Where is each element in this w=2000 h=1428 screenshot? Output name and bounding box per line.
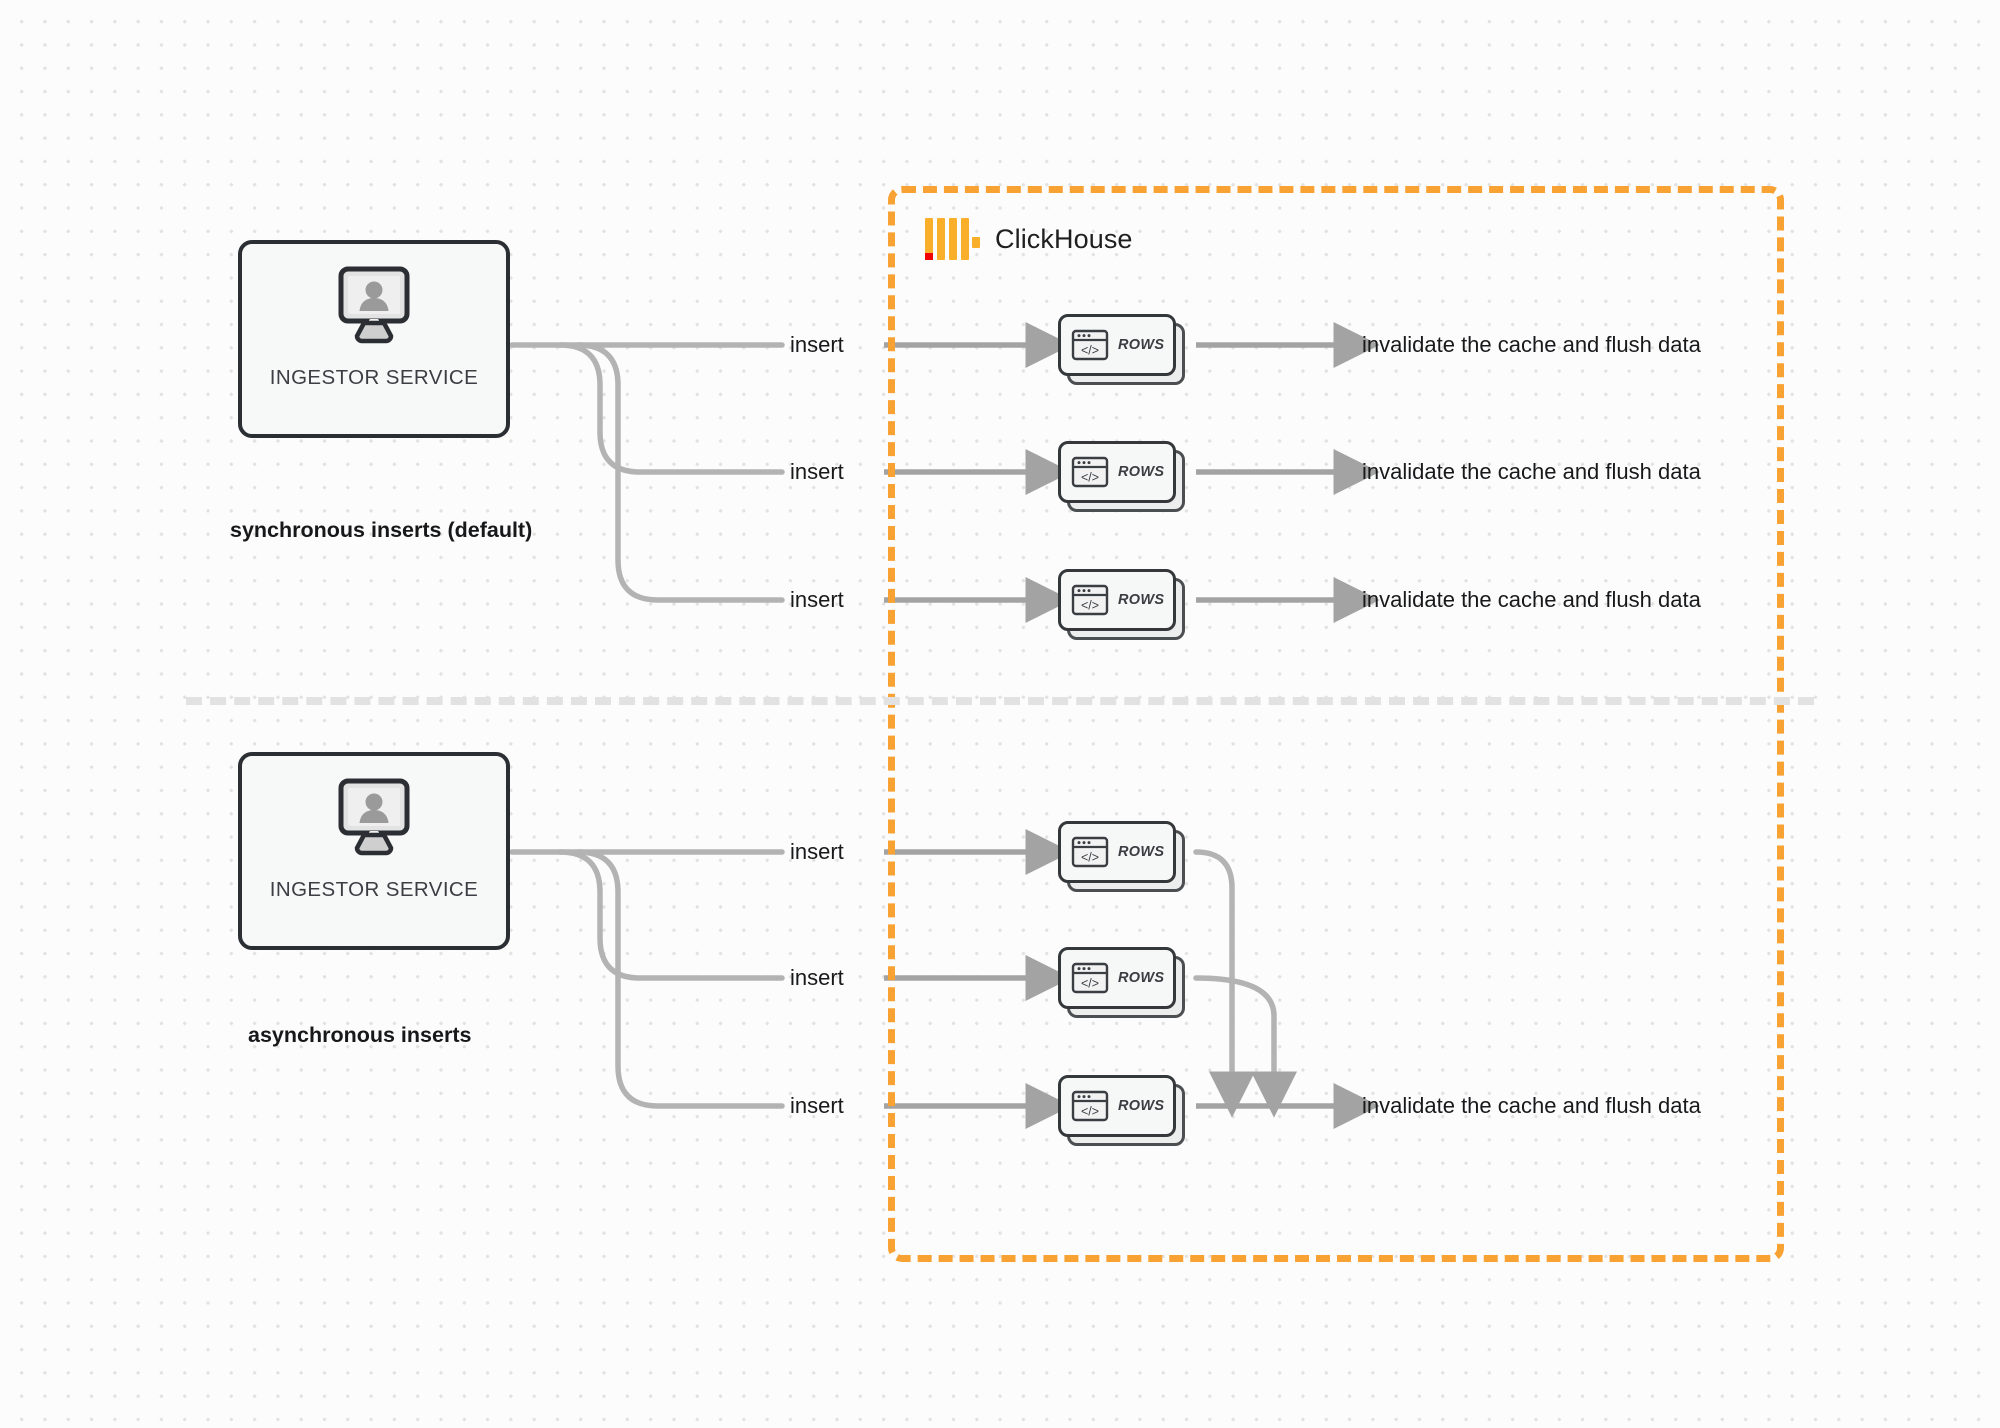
rows-card-label: ROWS bbox=[1118, 844, 1165, 860]
rows-card-async-3[interactable]: </> ROWS bbox=[1058, 1075, 1185, 1146]
card-front: </> ROWS bbox=[1058, 947, 1176, 1009]
insert-label-async-3: insert bbox=[790, 1093, 844, 1118]
insert-label-sync-2: insert bbox=[790, 459, 844, 484]
result-label-async: invalidate the cache and flush data bbox=[1362, 1093, 1701, 1118]
result-label-sync-3: invalidate the cache and flush data bbox=[1362, 587, 1701, 612]
svg-text:</>: </> bbox=[1081, 471, 1099, 485]
code-window-icon: </> bbox=[1071, 329, 1109, 361]
clickhouse-logo-icon bbox=[925, 218, 980, 260]
result-label-sync-2: invalidate the cache and flush data bbox=[1362, 459, 1701, 484]
code-window-icon: </> bbox=[1071, 456, 1109, 488]
card-front: </> ROWS bbox=[1058, 1075, 1176, 1137]
insert-label-sync-3: insert bbox=[790, 587, 844, 612]
code-window-icon: </> bbox=[1071, 836, 1109, 868]
rows-card-label: ROWS bbox=[1118, 1098, 1165, 1114]
rows-card-sync-3[interactable]: </> ROWS bbox=[1058, 569, 1185, 640]
clickhouse-boundary bbox=[888, 186, 1784, 1262]
ingestor-service-sync[interactable]: INGESTOR SERVICE bbox=[238, 240, 510, 438]
section-caption-synchronous: synchronous inserts (default) bbox=[230, 518, 533, 542]
result-label-sync-1: invalidate the cache and flush data bbox=[1362, 332, 1701, 357]
rows-card-label: ROWS bbox=[1118, 592, 1165, 608]
code-window-icon: </> bbox=[1071, 1090, 1109, 1122]
svg-text:</>: </> bbox=[1081, 344, 1099, 358]
code-window-icon: </> bbox=[1071, 584, 1109, 616]
svg-text:</>: </> bbox=[1081, 599, 1099, 613]
code-window-icon: </> bbox=[1071, 962, 1109, 994]
section-separator bbox=[186, 697, 1814, 705]
insert-label-async-2: insert bbox=[790, 965, 844, 990]
monitor-user-icon bbox=[325, 778, 423, 864]
rows-card-async-2[interactable]: </> ROWS bbox=[1058, 947, 1185, 1018]
rows-card-sync-2[interactable]: </> ROWS bbox=[1058, 441, 1185, 512]
svg-text:</>: </> bbox=[1081, 1105, 1099, 1119]
clickhouse-label: ClickHouse bbox=[995, 223, 1133, 254]
rows-card-sync-1[interactable]: </> ROWS bbox=[1058, 314, 1185, 385]
card-front: </> ROWS bbox=[1058, 441, 1176, 503]
rows-card-label: ROWS bbox=[1118, 464, 1165, 480]
rows-card-label: ROWS bbox=[1118, 337, 1165, 353]
card-front: </> ROWS bbox=[1058, 314, 1176, 376]
monitor-user-icon bbox=[325, 266, 423, 352]
section-caption-asynchronous: asynchronous inserts bbox=[248, 1023, 472, 1047]
insert-label-sync-1: insert bbox=[790, 332, 844, 357]
svg-text:</>: </> bbox=[1081, 977, 1099, 991]
ingestor-service-async[interactable]: INGESTOR SERVICE bbox=[238, 752, 510, 950]
card-front: </> ROWS bbox=[1058, 821, 1176, 883]
clickhouse-brand: ClickHouse bbox=[925, 218, 1133, 260]
service-label: INGESTOR SERVICE bbox=[269, 366, 479, 389]
rows-card-label: ROWS bbox=[1118, 970, 1165, 986]
svg-text:</>: </> bbox=[1081, 851, 1099, 865]
card-front: </> ROWS bbox=[1058, 569, 1176, 631]
insert-label-async-1: insert bbox=[790, 839, 844, 864]
service-label: INGESTOR SERVICE bbox=[269, 878, 479, 901]
rows-card-async-1[interactable]: </> ROWS bbox=[1058, 821, 1185, 892]
